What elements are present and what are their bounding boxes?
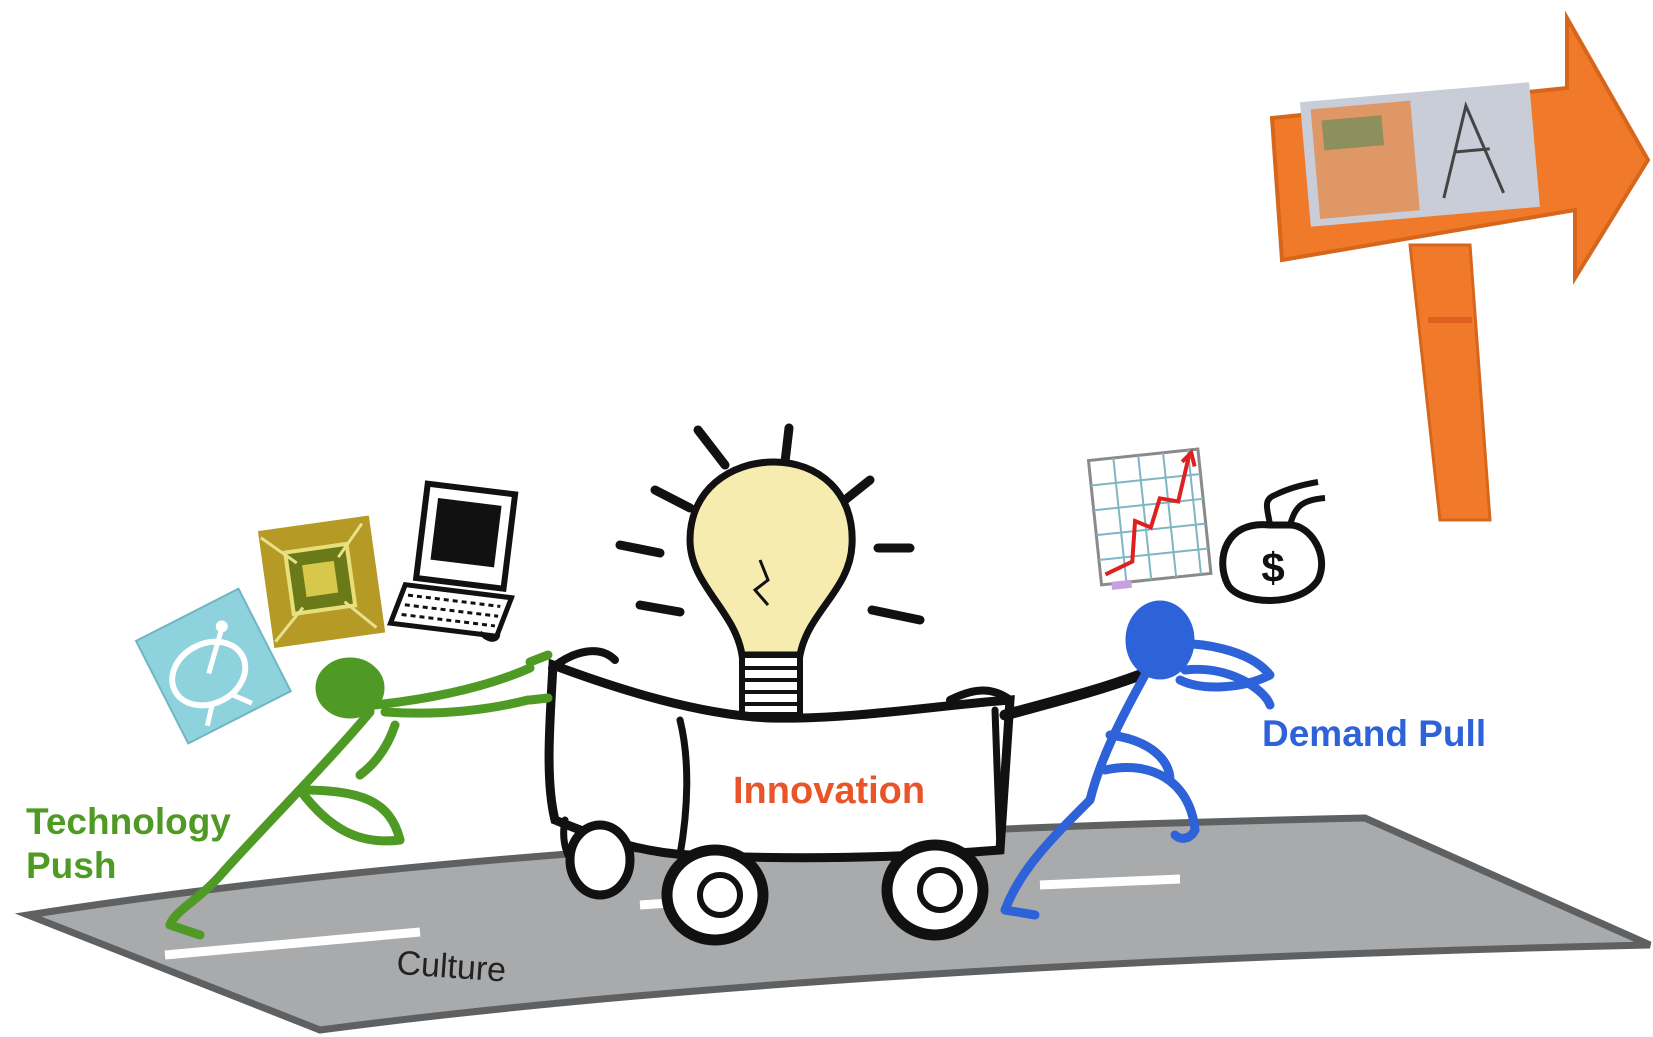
innovation-label: Innovation — [733, 770, 926, 812]
road-lane-mark — [1039, 874, 1181, 890]
satellite-dish-icon — [134, 587, 293, 745]
technology-push-label-line: Technology — [26, 801, 231, 842]
growth-chart-icon — [1086, 447, 1213, 590]
road-lane-mark — [164, 927, 421, 960]
lightbulb-icon — [686, 458, 856, 718]
technology-push-label: Technology Push — [26, 800, 231, 888]
demand-pull-figure — [1000, 600, 1275, 920]
wagon-handle — [999, 669, 1146, 721]
signpost-arrow-icon — [1269, 10, 1651, 522]
circuit-chip-icon — [257, 515, 386, 648]
wagon — [544, 647, 1146, 946]
culture-label: Culture — [395, 944, 508, 990]
demand-pull-label: Demand Pull — [1262, 713, 1487, 754]
technology-push-label-line: Push — [26, 845, 117, 886]
road — [14, 814, 1652, 1034]
laptop-computer-icon — [386, 480, 519, 642]
wagon-wheel — [881, 839, 989, 941]
wagon-wheel — [661, 844, 769, 946]
dollar-sign: $ — [1261, 544, 1284, 591]
money-bag-icon — [1219, 479, 1326, 604]
road-surface — [14, 814, 1652, 1034]
technology-push-figure — [165, 650, 553, 940]
wagon-wheel — [565, 820, 635, 900]
light-rays — [615, 423, 925, 625]
